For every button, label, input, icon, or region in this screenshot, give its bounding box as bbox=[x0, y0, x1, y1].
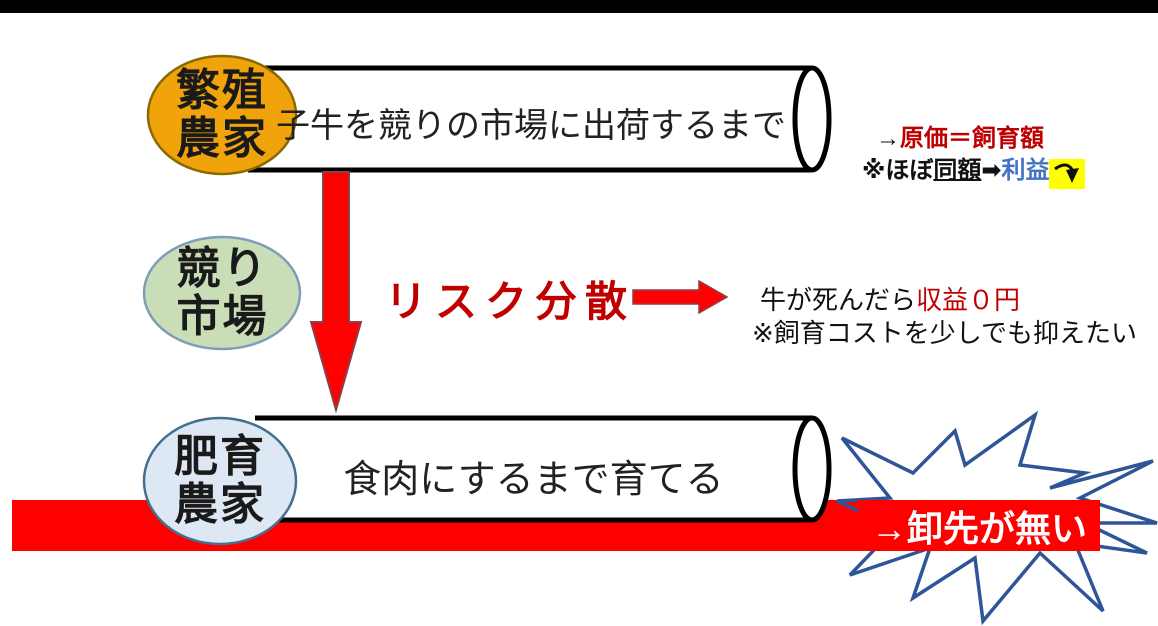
right-arrow-icon bbox=[632, 279, 729, 315]
market-annotation-line1: 牛が死んだら収益０円 bbox=[760, 284, 1137, 317]
process-top-label: 子牛を競りの市場に出荷するまで bbox=[276, 108, 786, 145]
cylinder-top bbox=[248, 65, 832, 173]
down-arrow-icon bbox=[309, 171, 363, 414]
cylinder-top-cap bbox=[792, 65, 832, 173]
same-amount-label: 同額 bbox=[933, 157, 982, 184]
zero-revenue-label: 収益０円 bbox=[916, 285, 1021, 315]
no-wholesaler-label: →卸先が無い bbox=[870, 507, 1087, 549]
fattener-label: 肥育 農家 bbox=[174, 432, 266, 529]
market-annotation: 牛が死んだら収益０円 ※飼育コストを少しでも抑えたい bbox=[752, 284, 1137, 350]
explosion-burst-icon bbox=[836, 410, 1158, 626]
breeder-label: 繁殖 農家 bbox=[176, 66, 268, 163]
cost-equals-raising-label: 原価＝飼育額 bbox=[900, 125, 1044, 152]
cylinder-bottom bbox=[255, 415, 832, 523]
profit-label: 利益 bbox=[1001, 157, 1050, 184]
auction-market-label: 競り 市場 bbox=[176, 244, 269, 341]
cylinder-bottom-cap bbox=[792, 415, 832, 523]
arrow-glyph: → bbox=[876, 125, 900, 152]
letterbox-top-bar bbox=[0, 0, 1158, 13]
cost-annotation: →原価＝飼育額 ※ほぼ同額➡利益 bbox=[862, 123, 1086, 189]
cost-annotation-line2: ※ほぼ同額➡利益 bbox=[862, 155, 1086, 189]
no-wholesaler-banner: →卸先が無い bbox=[858, 500, 1100, 551]
auction-ellipse bbox=[142, 235, 302, 351]
breeder-ellipse bbox=[146, 54, 298, 176]
market-annotation-line2: ※飼育コストを少しでも抑えたい bbox=[752, 318, 1138, 348]
curved-down-arrow-icon bbox=[1054, 163, 1080, 183]
process-bottom-label: 食肉にするまで育てる bbox=[343, 459, 724, 501]
yellow-highlight bbox=[1049, 159, 1086, 189]
cow-dies-label: 牛が死んだら bbox=[760, 285, 917, 315]
cost-annotation-line1: →原価＝飼育額 bbox=[876, 123, 1085, 155]
fattener-ellipse bbox=[142, 416, 298, 546]
bold-arrow-glyph: ➡ bbox=[981, 157, 1002, 184]
risk-dispersion-label: リスク分散 bbox=[385, 278, 636, 325]
